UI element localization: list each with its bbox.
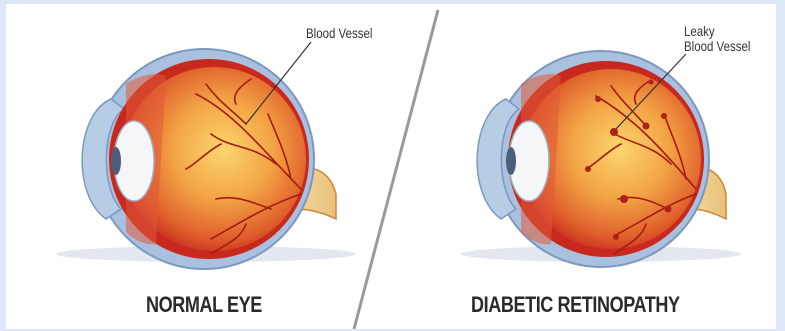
normal-eye-caption: NORMAL EYE [146,292,262,318]
iris [111,147,121,175]
diabetic-eye-panel: Leaky Blood Vessel DIABETIC RETINOPATHY [446,4,776,329]
diabetic-caption: DIABETIC RETINOPATHY [471,292,680,318]
callout-line-1: Leaky [684,24,750,39]
callout-label: Leaky Blood Vessel [684,24,750,54]
normal-eye-illustration [6,4,436,329]
diagram-frame: Blood Vessel NORMAL EYE [6,4,776,329]
callout-line-2: Blood Vessel [684,39,750,54]
callout-label: Blood Vessel [306,26,372,41]
normal-eye-panel: Blood Vessel NORMAL EYE [6,4,436,329]
iris [506,147,516,175]
